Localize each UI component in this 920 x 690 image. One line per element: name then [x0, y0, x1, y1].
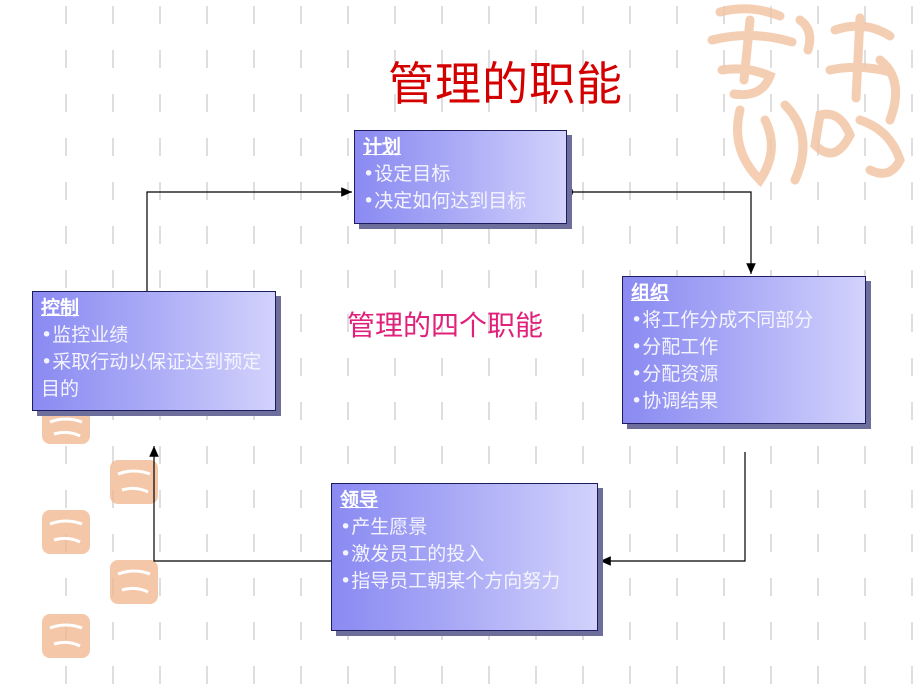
box-item: •监控业绩 — [41, 324, 129, 346]
watermark-small-seals — [42, 408, 158, 658]
function-box-lead: 领导 •产生愿景 •激发员工的投入 •指导员工朝某个方向努力 — [331, 483, 598, 631]
box-item: •指导员工朝某个方向努力 — [340, 570, 561, 592]
box-item: •将工作分成不同部分 — [631, 309, 814, 331]
box-item: •分配资源 — [631, 363, 719, 385]
function-box-plan: 计划 •设定目标 •决定如何达到目标 — [354, 130, 567, 224]
box-item: •决定如何达到目标 — [363, 190, 527, 212]
arrow-organize-to-lead — [600, 452, 746, 566]
box-item: •分配工作 — [631, 336, 719, 358]
box-item: •产生愿景 — [340, 516, 428, 538]
box-title-organize: 组织 — [631, 282, 670, 304]
arrow-control-to-plan — [146, 187, 352, 291]
box-title-plan: 计划 — [363, 136, 402, 158]
box-title-control: 控制 — [41, 297, 80, 319]
function-box-organize: 组织 •将工作分成不同部分 •分配工作 •分配资源 •协调结果 — [622, 276, 866, 424]
watermark-large-seal — [707, 4, 905, 188]
arrow-plan-to-organize — [567, 191, 756, 274]
box-item: •采取行动以保证达到预定目的 — [41, 351, 262, 400]
page-title: 管理的职能 — [388, 57, 623, 111]
box-item: •设定目标 — [363, 163, 451, 185]
center-caption: 管理的四个职能 — [347, 309, 544, 342]
function-box-control: 控制 •监控业绩 •采取行动以保证达到预定目的 — [32, 291, 276, 411]
box-item: •协调结果 — [631, 390, 719, 412]
box-title-lead: 领导 — [340, 489, 379, 511]
box-item: •激发员工的投入 — [340, 543, 485, 565]
arrow-lead-to-control — [149, 446, 331, 562]
